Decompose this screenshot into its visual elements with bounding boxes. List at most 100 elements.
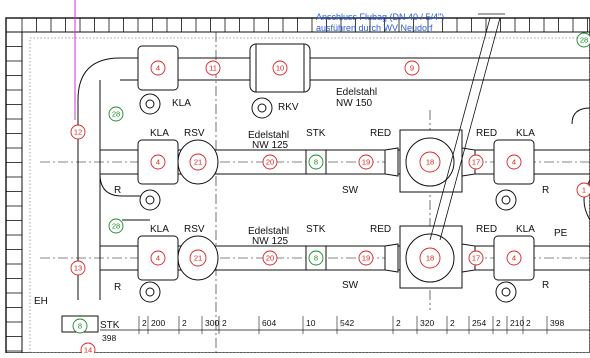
label-red-mid-right: RED xyxy=(476,128,497,139)
item-marker-red xyxy=(506,154,522,170)
item-number-red: 17 xyxy=(472,158,480,167)
note-line-1: Anschluss Flubag (DN 40 / 5/4") xyxy=(316,12,444,22)
item-number-red: 18 xyxy=(426,254,434,263)
label-kla-low-right: KLA xyxy=(516,224,535,235)
dimension-label: 2 xyxy=(526,318,531,328)
item-marker-red xyxy=(419,247,441,269)
item-marker-green xyxy=(308,250,324,266)
note-leaders xyxy=(429,13,505,241)
item-marker-red xyxy=(419,151,441,173)
label-edelstahl-125-low-b: NW 125 xyxy=(252,236,289,247)
label-r-mid-left: R xyxy=(114,185,121,196)
label-stk-low: STK xyxy=(306,224,326,235)
dimension-label: 300 xyxy=(205,318,219,328)
dimension-label: 2 xyxy=(142,318,147,328)
item-number-red: 4 xyxy=(156,64,160,73)
item-number-red: 18 xyxy=(426,158,434,167)
dimension-label: 542 xyxy=(340,318,354,328)
item-marker-red xyxy=(189,249,207,267)
item-marker-red xyxy=(272,60,288,76)
dimension-label: 604 xyxy=(262,318,276,328)
label-pe: PE xyxy=(554,228,568,239)
dimension-label: 320 xyxy=(420,318,434,328)
label-edelstahl-125-mid-a: Edelstahl xyxy=(248,130,289,141)
item-number-red: 13 xyxy=(74,264,82,273)
item-number-red: 4 xyxy=(156,254,160,263)
item-number-green: 28 xyxy=(112,110,120,119)
item-number-green: 8 xyxy=(78,322,82,331)
label-rsv-low: RSV xyxy=(184,224,205,235)
item-number-red: 14 xyxy=(84,346,92,353)
label-r-low-left: R xyxy=(114,282,121,293)
item-number-red: 1 xyxy=(582,186,586,195)
item-marker-green xyxy=(108,218,124,234)
item-marker-red xyxy=(358,250,374,266)
handwheels xyxy=(139,93,517,303)
label-rsv-mid: RSV xyxy=(184,128,205,139)
item-marker-red xyxy=(576,182,590,198)
item-number-red: 12 xyxy=(74,128,82,137)
item-number-red: 4 xyxy=(512,158,516,167)
item-marker-red xyxy=(468,154,484,170)
label-kla-mid: KLA xyxy=(150,128,169,139)
dimension-label: 2 xyxy=(396,318,401,328)
dimension-label: 2 xyxy=(496,318,501,328)
dimension-label: 398 xyxy=(550,318,564,328)
item-marker-green xyxy=(108,106,124,122)
note-line-2: ausführen durch WV Neudorf xyxy=(316,23,433,33)
item-marker-green xyxy=(576,32,590,48)
dimension-label: 254 xyxy=(472,318,486,328)
dimension-label: 2 xyxy=(222,318,227,328)
item-marker-red xyxy=(70,124,86,140)
item-number-red: 20 xyxy=(266,158,274,167)
item-marker-red xyxy=(150,250,166,266)
label-eh: EH xyxy=(34,296,48,307)
item-number-red: 17 xyxy=(472,254,480,263)
item-marker-red xyxy=(468,250,484,266)
item-number-green: 28 xyxy=(112,222,120,231)
item-number-red: 19 xyxy=(362,254,370,263)
dimension-label: 210 xyxy=(510,318,524,328)
label-red-low-right: RED xyxy=(476,224,497,235)
label-red-low-left: RED xyxy=(370,224,391,235)
item-number-red: 19 xyxy=(362,158,370,167)
dimension-label: 2 xyxy=(450,318,455,328)
label-edelstahl-150-b: NW 150 xyxy=(336,98,373,109)
item-number-red: 11 xyxy=(209,64,217,73)
dimension-label: 200 xyxy=(151,318,165,328)
label-edelstahl-125-mid-b: NW 125 xyxy=(252,140,289,151)
valve-bodies xyxy=(61,45,535,333)
dimension-label: 2 xyxy=(182,318,187,328)
item-number-green: 8 xyxy=(314,254,318,263)
item-marker-red xyxy=(358,154,374,170)
item-number-red: 4 xyxy=(512,254,516,263)
label-kla-mid-right: KLA xyxy=(516,128,535,139)
label-kla-top: KLA xyxy=(172,98,191,109)
item-number-green: 28 xyxy=(580,36,588,45)
label-r-low-right: R xyxy=(542,280,549,291)
item-number-red: 20 xyxy=(266,254,274,263)
label-stk-mid: STK xyxy=(306,128,326,139)
item-number-green: 8 xyxy=(314,158,318,167)
item-marker-red xyxy=(506,250,522,266)
label-sw-mid: SW xyxy=(342,185,359,196)
item-marker-red xyxy=(404,60,420,76)
item-number-red: 10 xyxy=(276,64,284,73)
item-marker-red xyxy=(70,260,86,276)
label-stk-bottom: STK xyxy=(100,320,120,331)
label-red-mid-left: RED xyxy=(370,128,391,139)
text-layer: Anschluss Flubag (DN 40 / 5/4") ausführe… xyxy=(34,12,568,343)
label-r-mid-right: R xyxy=(542,185,549,196)
wall-ticks xyxy=(6,18,588,352)
label-rkv: RKV xyxy=(278,102,299,113)
item-marker-red xyxy=(150,60,166,76)
label-sw-low: SW xyxy=(342,280,359,291)
item-number-red: 21 xyxy=(194,158,202,167)
label-kla-low: KLA xyxy=(150,224,169,235)
label-edelstahl-150-a: Edelstahl xyxy=(336,87,377,98)
item-marker-green xyxy=(72,318,88,334)
item-marker-green xyxy=(308,154,324,170)
